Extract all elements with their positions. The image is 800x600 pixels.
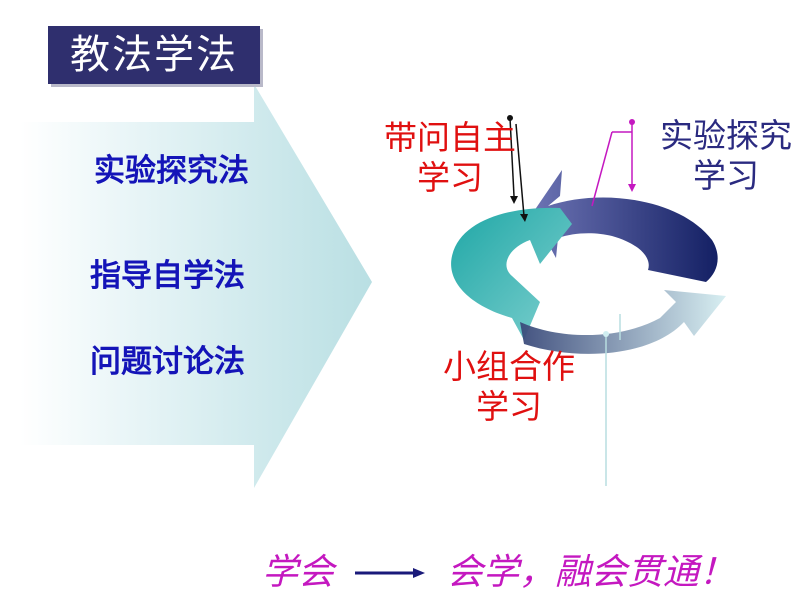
label-self-study: 带问自主 学习 [370,118,530,198]
label-experiment: 实验探究 学习 [646,116,800,196]
label-experiment-line2: 学习 [693,156,759,195]
slogan-arrow-icon [355,568,426,578]
slogan-from: 学会 [262,552,335,593]
connector-line-1 [509,117,515,197]
label-group-work-line1: 小组合作 [443,347,575,386]
method-self-study: 指导自学法 [90,258,245,294]
label-self-study-line2: 学习 [417,158,483,197]
method-discussion: 问题讨论法 [90,344,245,380]
connector-arrowhead-1 [510,196,518,204]
method-experiment: 实验探究法 [94,153,249,189]
label-group-work-line2: 学习 [476,387,542,426]
connector-dot-1 [507,115,513,121]
connector-dot-3 [629,119,635,125]
cycle-segment-teal [451,207,572,340]
page-title: 教法学法 [48,26,260,84]
connector-arrowhead-2 [520,214,528,222]
label-group-work: 小组合作 学习 [424,347,594,427]
label-experiment-line1: 实验探究 [660,116,792,155]
cycle-segment-light [520,290,726,354]
slogan: 学会 会学，融会贯通！ [262,548,800,596]
cycle-segment-navy [532,170,718,282]
connector-line-4 [591,131,613,207]
connector-dot-6 [603,331,609,337]
connector-line-2 [515,123,525,217]
connector-arrowhead-3 [628,184,636,192]
slogan-to: 会学，融会贯通！ [446,552,735,593]
label-self-study-line1: 带问自主 [384,118,516,157]
